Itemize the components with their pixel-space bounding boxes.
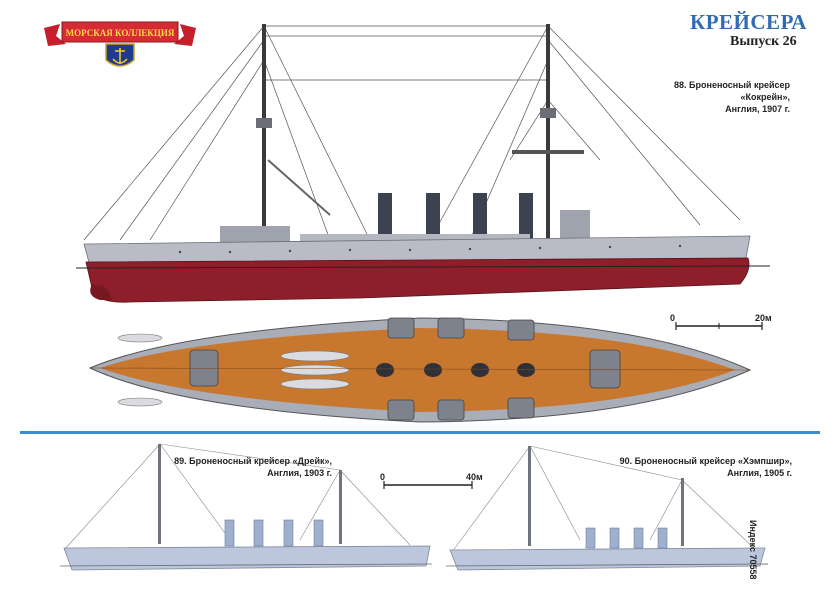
hull [449,547,766,571]
scale-bar-20m [675,322,763,330]
caption-line: Англия, 1903 г. [267,468,332,478]
funnel-tops [376,363,535,377]
ship-88-caption: 88. Броненосный крейсер «Кокрейн», Англи… [640,79,790,115]
scale-40m-start-label: 0 [380,472,386,482]
rigging [83,25,741,241]
waterline [75,265,771,269]
funnels [224,519,324,547]
turrets [189,317,621,421]
logo-banner-text: МОРСКАЯ КОЛЛЕКЦИЯ [66,28,175,38]
ship-90-side-profile [445,445,769,571]
caption-line: 90. Броненосный крейсер «Хэмпшир», [619,456,792,466]
scale-bar-40m [383,481,473,489]
anchor-icon [112,48,128,64]
issue-number: Выпуск 26 [730,34,797,49]
funnels [585,527,668,549]
caption-line: Англия, 1907 г. [725,104,790,114]
funnel-3 [473,193,487,241]
caption-line: 89. Броненосный крейсер «Дрейк», [174,456,332,466]
series-title: КРЕЙСЕРА [690,10,807,34]
boats [117,333,350,407]
fore-turret [189,349,219,387]
collection-logo: МОРСКАЯ КОЛЛЕКЦИЯ [44,21,196,67]
main-mast [546,24,550,240]
scale-40m-end-label: 40м [466,472,483,482]
fore-mast [158,444,161,544]
wing-turret [437,399,465,421]
ship-89-side-profile [59,443,433,571]
fore-mast [262,24,266,240]
wing-turret [507,319,535,341]
funnel-2 [426,193,440,241]
section-divider [20,431,820,434]
index-code: Индекс 70558 [748,520,758,580]
banner-right-tail [174,24,196,46]
caption-line: «Кокрейн», [740,92,790,102]
portholes [178,244,682,254]
aft-turret [589,349,621,389]
ship-88-plan-view [88,317,752,423]
main-top [540,108,556,118]
wing-turret [507,397,535,419]
ship-88-side-profile [75,24,771,303]
caption-line: Англия, 1905 г. [727,468,792,478]
waterline [445,563,769,567]
main-mast [681,478,684,546]
deck-planking [100,328,735,412]
banner-ribbon [61,21,179,43]
fore-mast [528,446,531,546]
caption-line: 88. Броненосный крейсер [674,80,790,90]
boat-derrick [267,159,331,216]
wing-turret [437,317,465,339]
funnel-4 [519,193,533,241]
hull [63,545,431,571]
centerline [89,367,751,371]
ship-89-caption: 89. Броненосный крейсер «Дрейк», Англия,… [150,455,332,479]
main-mast [339,470,342,544]
waterline [59,563,433,567]
hull-underwater [85,257,750,303]
main-yard [512,150,584,154]
ram-bow [90,284,112,300]
scale-20m-end-label: 20м [755,313,772,323]
funnel-1 [378,193,392,241]
ship-90-caption: 90. Броненосный крейсер «Хэмпшир», Англи… [612,455,792,479]
scale-20m-start-label: 0 [670,313,676,323]
banner-left-tail [44,24,66,46]
wing-turret [387,399,415,421]
wing-turret [387,317,415,339]
fore-bridge [220,226,290,246]
fore-top [256,118,272,128]
